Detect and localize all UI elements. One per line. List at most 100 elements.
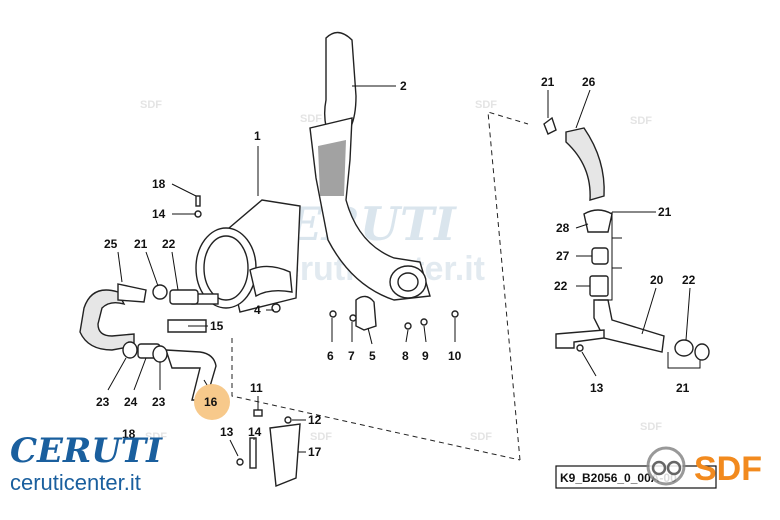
sleeve-22-right <box>589 275 609 297</box>
clamp-23-a <box>122 341 138 359</box>
spacer-14 <box>249 437 257 469</box>
clamp-15 <box>167 319 207 333</box>
exhaust-pipe-mesh <box>318 140 346 196</box>
air-filter-end-inner <box>203 235 249 301</box>
leader-9 <box>423 325 427 343</box>
callout-21-lower[interactable]: 21 <box>676 381 690 395</box>
hose-26 <box>565 127 605 201</box>
callout-9[interactable]: 9 <box>422 349 429 363</box>
callout-25[interactable]: 25 <box>104 237 118 251</box>
callout-4[interactable]: 4 <box>254 303 261 317</box>
leader-21-lower <box>667 352 701 369</box>
guide-line-right <box>487 111 529 461</box>
leader-24 <box>133 357 147 391</box>
callout-28[interactable]: 28 <box>556 221 570 235</box>
pipe-20 <box>593 299 665 353</box>
bolt-4 <box>271 303 281 313</box>
hose-25-end <box>117 283 147 303</box>
callout-6[interactable]: 6 <box>327 349 334 363</box>
bolt-8 <box>404 322 412 330</box>
watermark-sdf-3: SDF <box>475 99 497 111</box>
highlight-part-16 <box>194 384 230 420</box>
pipe-20-bracket <box>555 329 605 349</box>
watermark-sdf-2: SDF <box>300 113 322 125</box>
leader-18 <box>171 183 197 197</box>
callout-27[interactable]: 27 <box>556 249 570 263</box>
callout-13-right[interactable]: 13 <box>590 381 604 395</box>
watermark-sdf-5: SDF <box>145 431 167 443</box>
clamp-21-top <box>543 116 557 135</box>
leader-20 <box>641 287 657 335</box>
callout-23-b[interactable]: 23 <box>152 395 166 409</box>
callout-15[interactable]: 15 <box>210 319 224 333</box>
ring-27 <box>591 247 609 265</box>
callout-8[interactable]: 8 <box>402 349 409 363</box>
watermark-sdf-6: SDF <box>310 431 332 443</box>
washer-7 <box>349 314 357 322</box>
callout-12[interactable]: 12 <box>308 413 322 427</box>
callout-20[interactable]: 20 <box>650 273 664 287</box>
leader-13-left <box>229 439 239 457</box>
callout-23-a[interactable]: 23 <box>96 395 110 409</box>
callout-numbers: 1 2 4 5 6 7 8 9 10 11 12 13 13 14 14 15 … <box>96 75 696 459</box>
left-hose-assembly <box>79 283 217 401</box>
sdf-logo: SDF <box>646 446 762 488</box>
leader-26 <box>575 89 591 129</box>
callout-22-lower[interactable]: 22 <box>682 273 696 287</box>
bottom-bracket-assembly <box>236 409 301 487</box>
bracket-17 <box>269 423 301 487</box>
assembly-guide-lines <box>231 111 529 461</box>
callout-24[interactable]: 24 <box>124 395 138 409</box>
callout-1[interactable]: 1 <box>254 129 261 143</box>
ceruti-logo-site: ceruticenter.it <box>10 470 141 495</box>
seal-28 <box>583 209 613 233</box>
callout-10[interactable]: 10 <box>448 349 462 363</box>
nut-9 <box>420 318 428 326</box>
air-filter-canister <box>191 199 301 313</box>
leader-21-group <box>598 211 656 301</box>
bolt-13-right <box>576 344 584 352</box>
callout-22-left[interactable]: 22 <box>162 237 176 251</box>
callout-14-lower[interactable]: 14 <box>248 425 262 439</box>
ceruti-logo-brand: CERUTI <box>10 431 163 471</box>
watermark-sdf-4: SDF <box>630 115 652 127</box>
air-filter-outlet <box>249 265 293 298</box>
callout-16[interactable]: 16 <box>204 395 218 409</box>
nut-12 <box>284 416 292 424</box>
sleeve-22-left <box>169 289 199 305</box>
callout-17[interactable]: 17 <box>308 445 322 459</box>
watermark-sdf-7: SDF <box>470 431 492 443</box>
callout-21-left[interactable]: 21 <box>134 237 148 251</box>
callout-26[interactable]: 26 <box>582 75 596 89</box>
exhaust-pipe <box>309 31 431 301</box>
drawing-code: K9_B2056_0_00A-00 <box>560 471 677 485</box>
leader-13-right <box>581 351 597 377</box>
watermark-sdf-8: SDF <box>640 421 662 433</box>
watermark-sdf-1: SDF <box>140 99 162 111</box>
bolt-18 <box>195 195 201 207</box>
clamp-5 <box>355 295 377 331</box>
callout-5[interactable]: 5 <box>369 349 376 363</box>
nut-10 <box>451 310 459 318</box>
callout-22-right[interactable]: 22 <box>554 279 568 293</box>
callout-11[interactable]: 11 <box>250 381 263 395</box>
leader-23-a <box>107 357 127 391</box>
callout-14-top[interactable]: 14 <box>152 207 166 221</box>
sdf-logo-text: SDF <box>694 450 762 488</box>
callout-18-lower[interactable]: 18 <box>122 427 136 441</box>
leader-5 <box>367 327 373 345</box>
ceruti-logo: CERUTI ceruticenter.it <box>10 431 163 495</box>
callout-7[interactable]: 7 <box>348 349 355 363</box>
bolt-13-left <box>236 458 244 466</box>
callout-18-top[interactable]: 18 <box>152 177 166 191</box>
guide-line-lower <box>231 338 521 461</box>
exhaust-pipe-outlet-inner <box>397 272 419 292</box>
leader-28 <box>575 223 589 229</box>
leader-22-lower <box>685 287 691 341</box>
callout-21-top[interactable]: 21 <box>541 75 555 89</box>
clamp-21-left <box>152 284 168 300</box>
callout-13-left[interactable]: 13 <box>220 425 234 439</box>
callout-2[interactable]: 2 <box>400 79 407 93</box>
callout-21-group[interactable]: 21 <box>658 205 672 219</box>
